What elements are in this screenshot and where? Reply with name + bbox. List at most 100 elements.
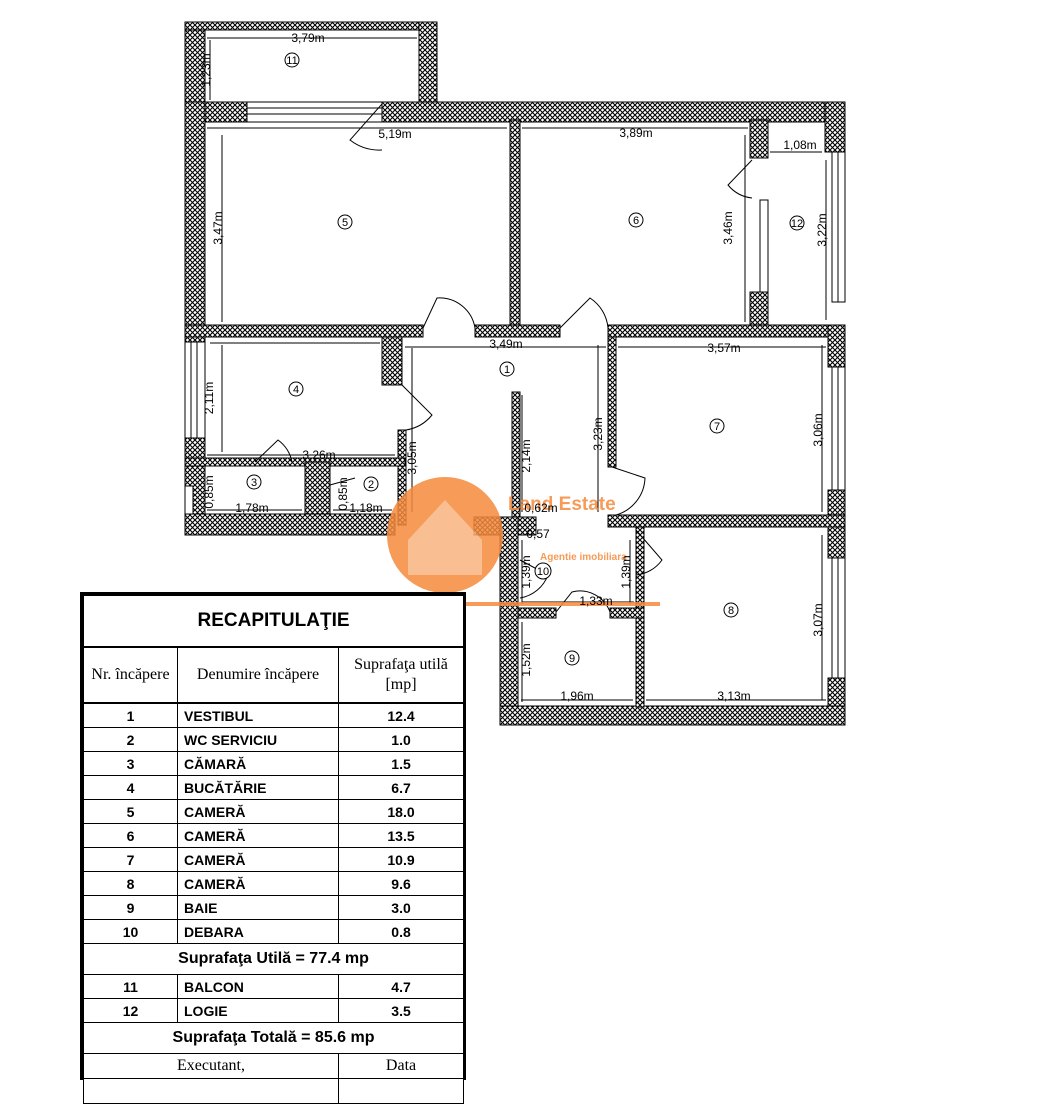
cell-nr: 7	[83, 847, 178, 872]
date-label: Data	[337, 1053, 465, 1079]
dim-label: 1,52m	[519, 643, 533, 676]
cell-area: 3.0	[337, 895, 465, 920]
room-number-8: 8	[728, 605, 734, 617]
watermark-circle	[387, 477, 503, 593]
dim-label: 1,39m	[519, 555, 533, 588]
cell-name: CĂMARĂ	[177, 751, 339, 776]
grand-area-total-row: Suprafaţa Totală = 85.6 mp	[82, 1022, 465, 1054]
signature-cell	[83, 1078, 339, 1104]
cell-nr: 6	[83, 823, 178, 848]
useful-area-total-row: Suprafaţa Utilă = 77.4 mp	[82, 943, 465, 975]
header-nr: Nr. încăpere	[83, 646, 178, 704]
cell-area: 9.6	[337, 871, 465, 896]
dim-label: 1,96m	[560, 689, 593, 703]
dim-label: 3,57m	[707, 341, 740, 355]
room-number-3: 3	[251, 477, 257, 489]
floor-plan: Land Estate Agentie imobiliara 11 5 6 12…	[184, 21, 846, 726]
watermark-logo: Land Estate Agentie imobiliara	[387, 477, 660, 606]
cell-nr: 8	[83, 871, 178, 896]
dim-label: 0,57	[526, 527, 550, 541]
dimension-labels-vertical: 1,23m 3,47m 3,46m 3,22m 2,11m 3,05m 2,14…	[199, 53, 829, 676]
watermark-house-icon	[408, 500, 482, 575]
dim-label: 1,08m	[783, 138, 816, 152]
room-number-11: 11	[286, 55, 297, 67]
dim-label: 1,33m	[579, 594, 612, 608]
cell-name: WC SERVICIU	[177, 727, 339, 752]
recap-table: RECAPITULAŢIE Nr. încăpere Denumire încă…	[80, 592, 466, 1104]
dim-label: 2,14m	[519, 439, 533, 472]
cell-area: 12.4	[337, 702, 465, 728]
useful-area-total: Suprafaţa Utilă = 77.4 mp	[82, 943, 465, 975]
cell-nr: 10	[83, 919, 178, 944]
cell-nr: 1	[83, 702, 178, 728]
dim-label: 0,85m	[336, 477, 350, 510]
cell-nr: 5	[83, 799, 178, 824]
cell-nr: 3	[83, 751, 178, 776]
watermark-title: Land Estate	[508, 494, 616, 515]
grand-area-total: Suprafaţa Totală = 85.6 mp	[82, 1022, 465, 1054]
header-name: Denumire încăpere	[177, 646, 339, 704]
dim-label: 1,23m	[199, 53, 213, 86]
signature-row	[83, 1078, 465, 1104]
dim-label: 3,89m	[619, 126, 652, 140]
dim-label: 0,85m	[202, 475, 216, 508]
dimension-lines	[207, 37, 827, 702]
cell-nr: 12	[83, 998, 178, 1023]
cell-area: 1.5	[337, 751, 465, 776]
cell-area: 1.0	[337, 727, 465, 752]
cell-name: CAMERĂ	[177, 823, 339, 848]
room-numbers: 11 5 6 12 1 4 7 3 2 10 8 9	[251, 55, 803, 665]
dim-label: 3,47m	[211, 211, 225, 244]
cell-area: 4.7	[337, 974, 465, 999]
cell-area: 18.0	[337, 799, 465, 824]
room-number-5: 5	[342, 217, 348, 229]
dim-label: 1,39m	[619, 555, 633, 588]
cell-area: 0.8	[337, 919, 465, 944]
dim-label: 0,62m	[524, 501, 557, 515]
dim-label: 3,79m	[291, 31, 324, 45]
door-swings	[254, 103, 753, 613]
cell-nr: 4	[83, 775, 178, 800]
cell-area: 13.5	[337, 823, 465, 848]
dim-label: 3,05m	[405, 441, 419, 474]
dim-label: 3,49m	[489, 337, 522, 351]
cell-name: CAMERĂ	[177, 799, 339, 824]
dim-label: 3,13m	[717, 689, 750, 703]
room-number-7: 7	[714, 421, 720, 433]
recap-title: RECAPITULAŢIE	[82, 595, 465, 648]
cell-name: BAIE	[177, 895, 339, 920]
footer-row: Executant,Data	[83, 1053, 465, 1079]
dim-label: 3,07m	[811, 603, 825, 636]
cell-name: BALCON	[177, 974, 339, 999]
dim-label: 1,78m	[235, 501, 268, 515]
executant-label: Executant,	[83, 1053, 339, 1079]
dim-label: 5,19m	[378, 127, 411, 141]
room-number-6: 6	[633, 215, 639, 227]
room-number-2: 2	[368, 479, 374, 491]
cell-name: VESTIBUL	[177, 702, 339, 728]
cell-name: CAMERĂ	[177, 847, 339, 872]
cell-name: LOGIE	[177, 998, 339, 1023]
dim-label: 3,22m	[815, 213, 829, 246]
dim-label: 3,06m	[811, 413, 825, 446]
room-number-4: 4	[293, 384, 299, 396]
cell-name: BUCĂTĂRIE	[177, 775, 339, 800]
dimension-labels-horizontal: 3,79m 5,19m 3,89m 1,08m 3,49m 3,57m 3,26…	[235, 31, 816, 703]
cell-nr: 2	[83, 727, 178, 752]
room-number-12: 12	[791, 218, 803, 230]
dim-label: 2,11m	[202, 382, 216, 414]
dim-label: 3,23m	[591, 417, 605, 450]
room-number-9: 9	[569, 653, 575, 665]
